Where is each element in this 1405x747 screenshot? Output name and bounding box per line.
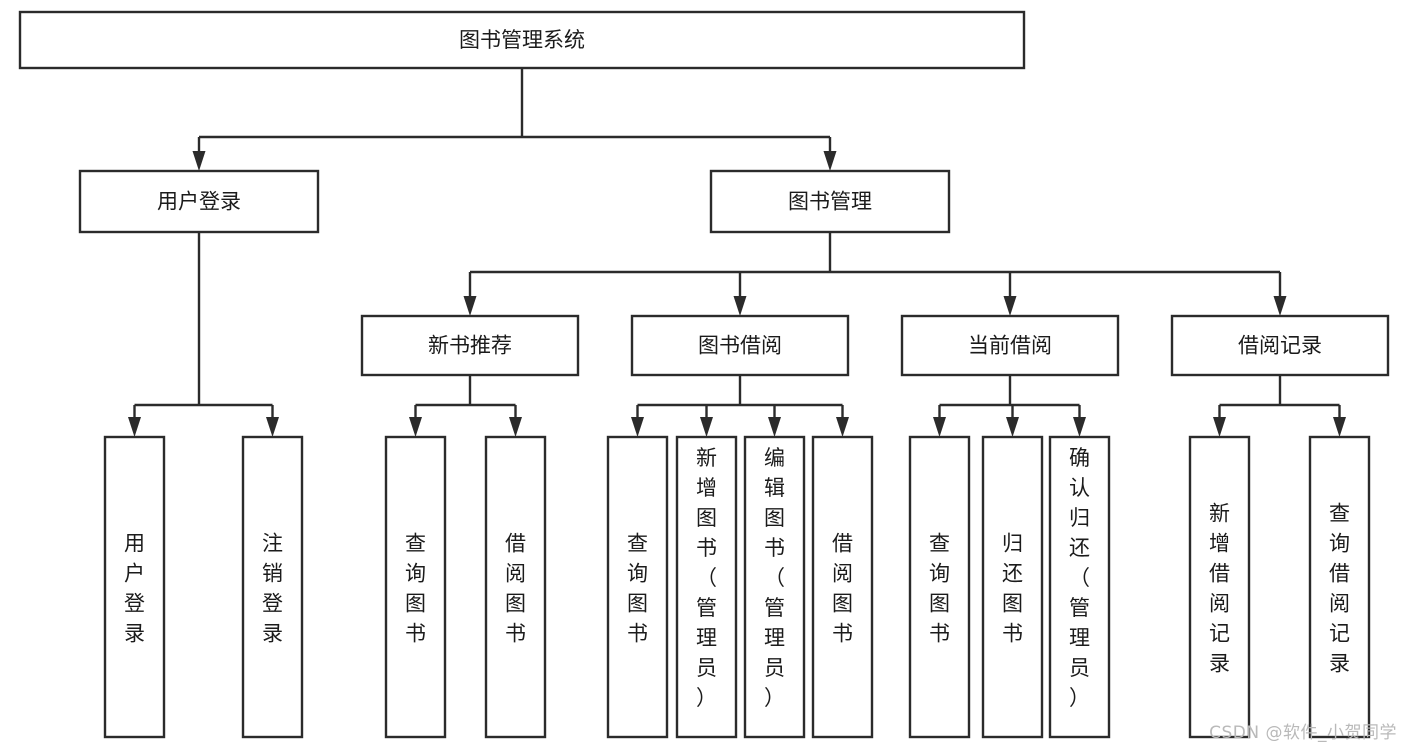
node-root[interactable]: 图书管理系统 <box>18 10 1026 70</box>
connector-group-borrow <box>631 375 849 437</box>
node-box <box>675 435 738 739</box>
node-leaf-cu-confirm[interactable]: 确认归还（管理员） <box>1048 435 1111 739</box>
arrowhead-icon <box>463 296 477 316</box>
node-label: 借阅记录 <box>1238 334 1322 358</box>
node-box <box>811 435 874 739</box>
node-leaf-cu-query[interactable]: 查询图书 <box>908 435 971 739</box>
node-leaf-user-logout[interactable]: 注销登录 <box>241 435 304 739</box>
node-leaf-nb-borrow[interactable]: 借阅图书 <box>484 435 547 739</box>
node-box <box>1048 435 1111 739</box>
node-login[interactable]: 用户登录 <box>78 169 320 234</box>
node-box <box>900 314 1120 377</box>
node-label: 注销登录 <box>262 531 283 645</box>
node-label: 新增图书（管理员） <box>696 446 717 710</box>
arrowhead-icon <box>1003 296 1017 316</box>
node-label: 借阅图书 <box>505 531 526 645</box>
connector-group-record <box>1213 375 1346 437</box>
node-box <box>908 435 971 739</box>
connector-group-newbook <box>409 375 522 437</box>
node-box <box>743 435 806 739</box>
node-label: 图书管理 <box>788 190 872 214</box>
node-label: 查询借阅记录 <box>1329 501 1350 675</box>
arrowhead-icon <box>933 417 946 437</box>
node-leaf-nb-query[interactable]: 查询图书 <box>384 435 447 739</box>
node-box <box>981 435 1044 739</box>
arrowhead-icon <box>768 417 781 437</box>
arrowhead-icon <box>1273 296 1287 316</box>
arrowhead-icon <box>1073 417 1086 437</box>
node-box <box>630 314 850 377</box>
node-leaf-cu-return[interactable]: 归还图书 <box>981 435 1044 739</box>
diagram-nodes-layer: 图书管理系统用户登录图书管理新书推荐图书借阅当前借阅借阅记录用户登录注销登录查询… <box>18 10 1390 739</box>
node-leaf-bk-borrow[interactable]: 借阅图书 <box>811 435 874 739</box>
arrowhead-icon <box>1213 417 1226 437</box>
node-label: 归还图书 <box>1002 531 1023 645</box>
node-leaf-user-login[interactable]: 用户登录 <box>103 435 166 739</box>
node-box <box>1308 435 1371 739</box>
arrowhead-icon <box>192 151 206 171</box>
node-newbook[interactable]: 新书推荐 <box>360 314 580 377</box>
arrowhead-icon <box>128 417 141 437</box>
connector-group-bookmgmt <box>463 232 1287 316</box>
arrowhead-icon <box>266 417 279 437</box>
node-box <box>360 314 580 377</box>
watermark-label: CSDN @软件_小贺同学 <box>1209 723 1397 743</box>
node-leaf-bk-edit[interactable]: 编辑图书（管理员） <box>743 435 806 739</box>
node-label: 编辑图书（管理员） <box>764 446 785 710</box>
node-box <box>78 169 320 234</box>
node-label: 用户登录 <box>157 190 241 214</box>
arrowhead-icon <box>1333 417 1346 437</box>
node-label: 查询图书 <box>627 531 648 645</box>
node-box <box>103 435 166 739</box>
node-label: 新增借阅记录 <box>1209 501 1230 675</box>
node-borrow[interactable]: 图书借阅 <box>630 314 850 377</box>
node-leaf-bk-query[interactable]: 查询图书 <box>606 435 669 739</box>
node-box <box>709 169 951 234</box>
node-label: 查询图书 <box>929 531 950 645</box>
node-leaf-bk-add[interactable]: 新增图书（管理员） <box>675 435 738 739</box>
node-label: 用户登录 <box>124 531 145 645</box>
connector-group-login <box>128 232 279 437</box>
node-box <box>18 10 1026 70</box>
node-leaf-rc-add[interactable]: 新增借阅记录 <box>1188 435 1251 739</box>
arrowhead-icon <box>733 296 747 316</box>
arrowhead-icon <box>700 417 713 437</box>
node-box <box>1188 435 1251 739</box>
node-label: 查询图书 <box>405 531 426 645</box>
node-leaf-rc-query[interactable]: 查询借阅记录 <box>1308 435 1371 739</box>
arrowhead-icon <box>836 417 849 437</box>
arrowhead-icon <box>509 417 522 437</box>
node-box <box>241 435 304 739</box>
node-current[interactable]: 当前借阅 <box>900 314 1120 377</box>
arrowhead-icon <box>409 417 422 437</box>
arrowhead-icon <box>823 151 837 171</box>
connector-group-current <box>933 375 1086 437</box>
connector-edges-layer <box>128 68 1346 437</box>
node-label: 图书管理系统 <box>459 28 585 52</box>
arrowhead-icon <box>631 417 644 437</box>
node-label: 确认归还（管理员） <box>1069 446 1090 710</box>
node-label: 新书推荐 <box>428 334 512 358</box>
node-box <box>606 435 669 739</box>
connector-group-root <box>192 68 837 171</box>
node-bookmgmt[interactable]: 图书管理 <box>709 169 951 234</box>
node-label: 当前借阅 <box>968 334 1052 358</box>
node-box <box>1170 314 1390 377</box>
node-box <box>384 435 447 739</box>
node-record[interactable]: 借阅记录 <box>1170 314 1390 377</box>
node-label: 图书借阅 <box>698 334 782 358</box>
node-box <box>484 435 547 739</box>
arrowhead-icon <box>1006 417 1019 437</box>
node-label: 借阅图书 <box>832 531 853 645</box>
